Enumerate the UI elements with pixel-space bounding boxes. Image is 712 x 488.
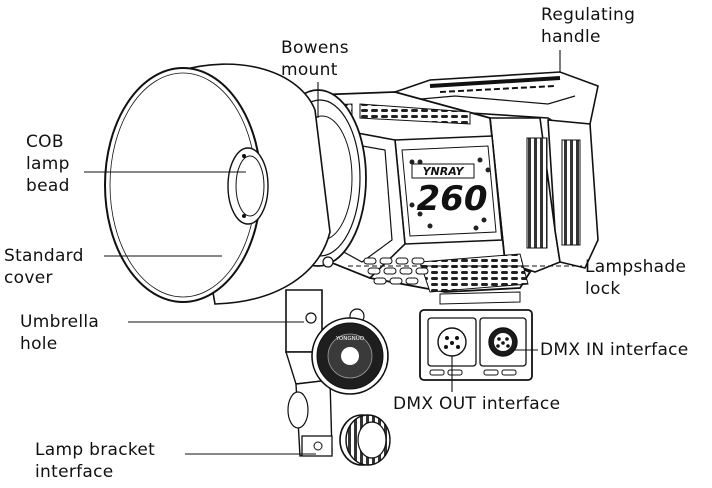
label-line: lock [585, 279, 621, 299]
label-line: hole [20, 334, 58, 354]
regulating-handle [393, 71, 599, 273]
dmx-panel [419, 291, 533, 381]
label-line: Bowens [281, 38, 349, 58]
label-line: DMX OUT interface [393, 394, 561, 414]
label-line: COB [26, 132, 64, 152]
umbrella-hole-ring [305, 312, 317, 324]
label-lamp-bracket-interface: Lamp bracket interface [35, 439, 155, 483]
standard-cover [104, 63, 331, 305]
brand-badge: YNRAY [411, 163, 475, 179]
leader-lines [84, 50, 582, 455]
label-line: Lampshade [585, 257, 687, 277]
brand-badge-text: YNRAY [423, 165, 465, 178]
locking-knob [339, 414, 391, 466]
label-line: DMX IN interface [540, 340, 689, 360]
model-badge-text: 260 [417, 179, 488, 219]
label-line: interface [35, 462, 114, 482]
cob-lamp-bead [227, 147, 269, 225]
label-line: mount [281, 60, 338, 80]
label-line: Standard [4, 246, 84, 266]
label-umbrella-hole: Umbrella hole [20, 311, 99, 355]
label-line: cover [4, 268, 53, 288]
label-line: Regulating [541, 5, 636, 25]
label-bowens-mount: Bowens mount [281, 37, 349, 81]
label-lampshade-lock: Lampshade lock [585, 256, 686, 300]
knob-brand-text: YONGNUO [335, 336, 365, 342]
label-line: Umbrella [20, 312, 100, 332]
label-line: lamp [26, 154, 70, 174]
label-line: bead [26, 176, 70, 196]
label-cob-lamp-bead: COB lamp bead [26, 131, 70, 197]
label-dmx-in-interface: DMX IN interface [540, 339, 689, 361]
label-line: handle [541, 27, 601, 47]
model-badge: 260 [417, 179, 488, 219]
label-standard-cover: Standard cover [4, 245, 84, 289]
label-line: Lamp bracket [35, 440, 156, 460]
label-dmx-out-interface: DMX OUT interface [393, 393, 560, 415]
tilt-knob: YONGNUO [311, 317, 389, 395]
label-regulating-handle: Regulating handle [541, 4, 635, 48]
lamp-bracket [285, 289, 365, 457]
